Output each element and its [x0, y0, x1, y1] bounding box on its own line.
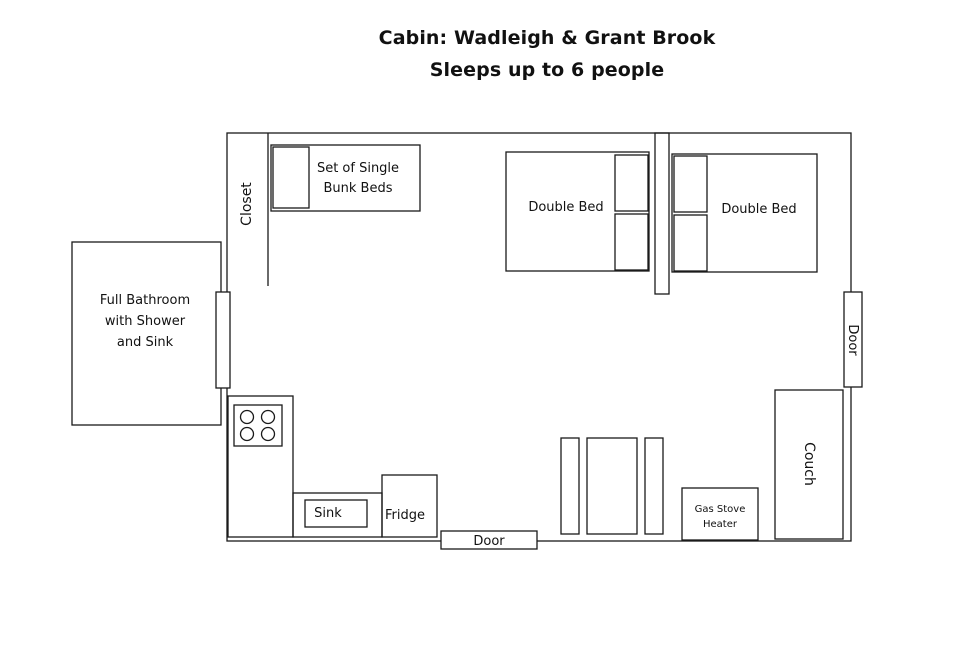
double-bed-right-pillow-bottom [673, 214, 708, 272]
bathroom [71, 241, 222, 426]
bench-left [560, 437, 580, 535]
bathroom-label-line1: Full Bathroom [100, 293, 190, 308]
double-bed-left-pillow-bottom [614, 213, 649, 271]
burner-icon [239, 409, 255, 425]
bottom-door-label: Door [473, 534, 505, 549]
diagram-title: Cabin: Wadleigh & Grant Brook [378, 27, 716, 49]
closet-label: Closet [239, 182, 255, 226]
cabin-outline [226, 132, 852, 542]
bedroom-partition [654, 132, 670, 295]
couch-label: Couch [801, 442, 817, 486]
burner-icon [260, 409, 276, 425]
right-door-label: Door [845, 324, 860, 356]
couch [774, 389, 844, 540]
bathroom-label-line3: and Sink [117, 335, 174, 350]
diagram-subtitle: Sleeps up to 6 people [429, 59, 665, 81]
double-bed-right [671, 153, 818, 273]
gas-stove-heater-label-line2: Heater [703, 519, 738, 530]
bunk-beds-label-line2: Bunk Beds [324, 181, 393, 196]
double-bed-right-label: Double Bed [721, 202, 796, 217]
bunk-beds [270, 144, 421, 212]
burner-icon [239, 426, 255, 442]
sink-label: Sink [314, 506, 342, 521]
burner-icon [260, 426, 276, 442]
double-bed-right-pillow-top [673, 155, 708, 213]
double-bed-left [505, 151, 650, 272]
dining-table [586, 437, 638, 535]
right-door [843, 291, 863, 388]
sink [304, 499, 368, 528]
bathroom-door [215, 291, 231, 389]
bunk-bed-pillow [272, 146, 310, 209]
double-bed-left-pillow-top [614, 154, 649, 212]
bench-right [644, 437, 664, 535]
cooktop [233, 404, 283, 447]
double-bed-left-label: Double Bed [528, 200, 603, 215]
fridge-label: Fridge [385, 508, 425, 523]
bathroom-label-line2: with Shower [105, 314, 186, 329]
gas-stove-heater [681, 487, 759, 541]
kitchen-counter [227, 395, 294, 538]
fridge [381, 474, 438, 538]
bunk-beds-label-line1: Set of Single [317, 161, 399, 176]
bottom-door [440, 530, 538, 550]
gas-stove-heater-label-line1: Gas Stove [695, 504, 746, 515]
